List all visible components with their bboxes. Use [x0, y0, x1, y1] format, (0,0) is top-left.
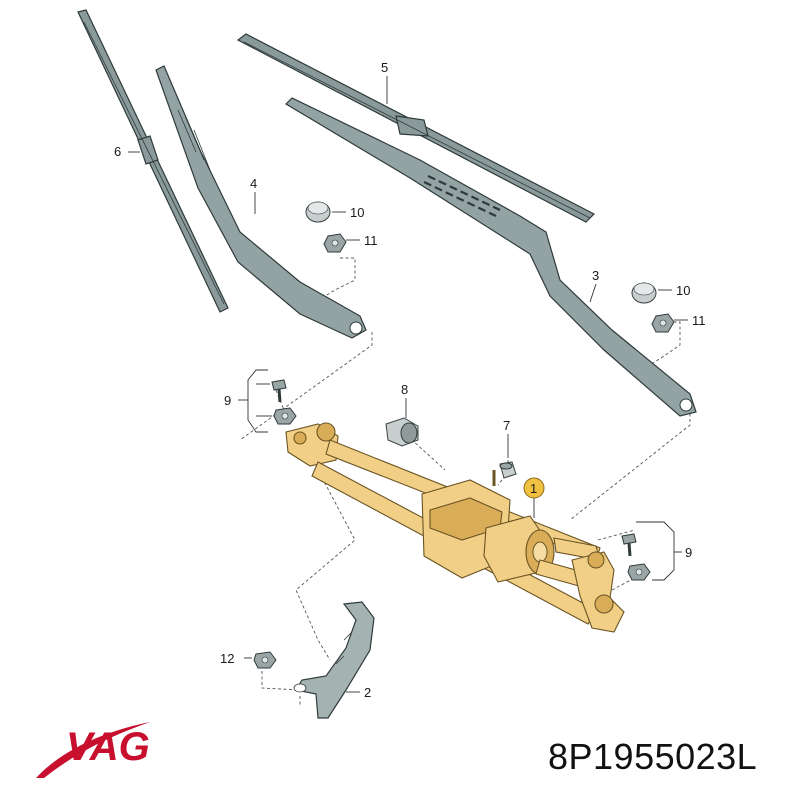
callout-8: 8 — [401, 382, 408, 397]
callout-10-right: 10 — [676, 283, 690, 298]
callout-5: 5 — [381, 60, 388, 75]
bolt-nut-left — [273, 407, 297, 425]
callout-7: 7 — [503, 418, 510, 433]
callout-11-left: 11 — [364, 233, 378, 248]
wiper-arm-left — [155, 65, 367, 339]
bolt-nut-right — [627, 563, 651, 581]
wiper-linkage-motor — [285, 422, 625, 633]
callout-2: 2 — [364, 685, 371, 700]
hex-nut-right — [651, 313, 675, 333]
cover-cap-left — [305, 201, 331, 223]
callout-6: 6 — [114, 144, 121, 159]
spacer-sleeve — [499, 461, 517, 479]
wiper-blade-right — [236, 33, 596, 223]
wiper-arm-right — [285, 97, 697, 417]
leader-lines — [128, 76, 688, 693]
bolt-left — [271, 379, 287, 403]
callouts: 5 6 4 3 10 11 10 11 8 7 9 9 12 2 1 — [114, 60, 706, 700]
part-number: 8P1955023L — [548, 736, 758, 777]
mounting-bracket — [293, 601, 375, 719]
callout-3: 3 — [592, 268, 599, 283]
brand-name: VAG — [66, 725, 150, 769]
callout-9-left: 9 — [224, 393, 231, 408]
logo-swoosh — [36, 722, 150, 778]
bolt-right — [621, 533, 637, 557]
rubber-bush — [385, 417, 419, 447]
callout-11-right: 11 — [692, 313, 706, 328]
callout-4: 4 — [250, 176, 257, 191]
cover-cap-right — [631, 282, 657, 304]
callout-1-badge — [523, 477, 545, 499]
callout-10-left: 10 — [350, 205, 364, 220]
callout-12: 12 — [220, 651, 234, 666]
wiper-blade-left — [77, 9, 229, 313]
hex-nut-bracket — [253, 651, 277, 669]
vag-logo: VAG — [36, 722, 150, 778]
hex-nut-left — [323, 233, 347, 253]
callout-9-right: 9 — [685, 545, 692, 560]
callout-1: 1 — [530, 481, 537, 496]
